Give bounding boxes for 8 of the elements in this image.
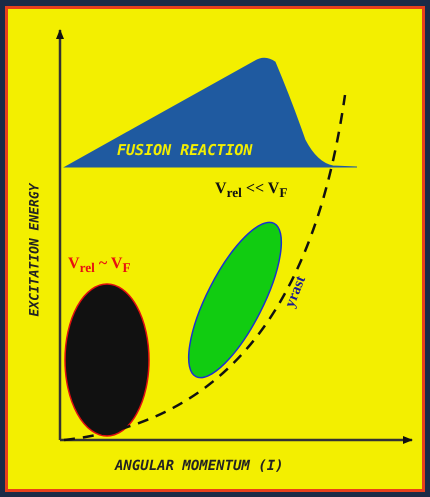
peak-label: FUSION REACTION xyxy=(117,141,252,159)
region-label: V$_{rel}$ << V$_{F}$ xyxy=(215,180,288,202)
region-ellipse xyxy=(188,222,282,378)
region-label: V$_{rel}$ ~ V$_{F}$ xyxy=(68,255,131,276)
curve-label: yrast xyxy=(282,274,310,310)
axis-title: ANGULAR MOMENTUM (I) xyxy=(115,458,284,474)
axis-title: EXCITATION ENERGY xyxy=(28,183,42,317)
region-ellipse xyxy=(64,283,150,437)
